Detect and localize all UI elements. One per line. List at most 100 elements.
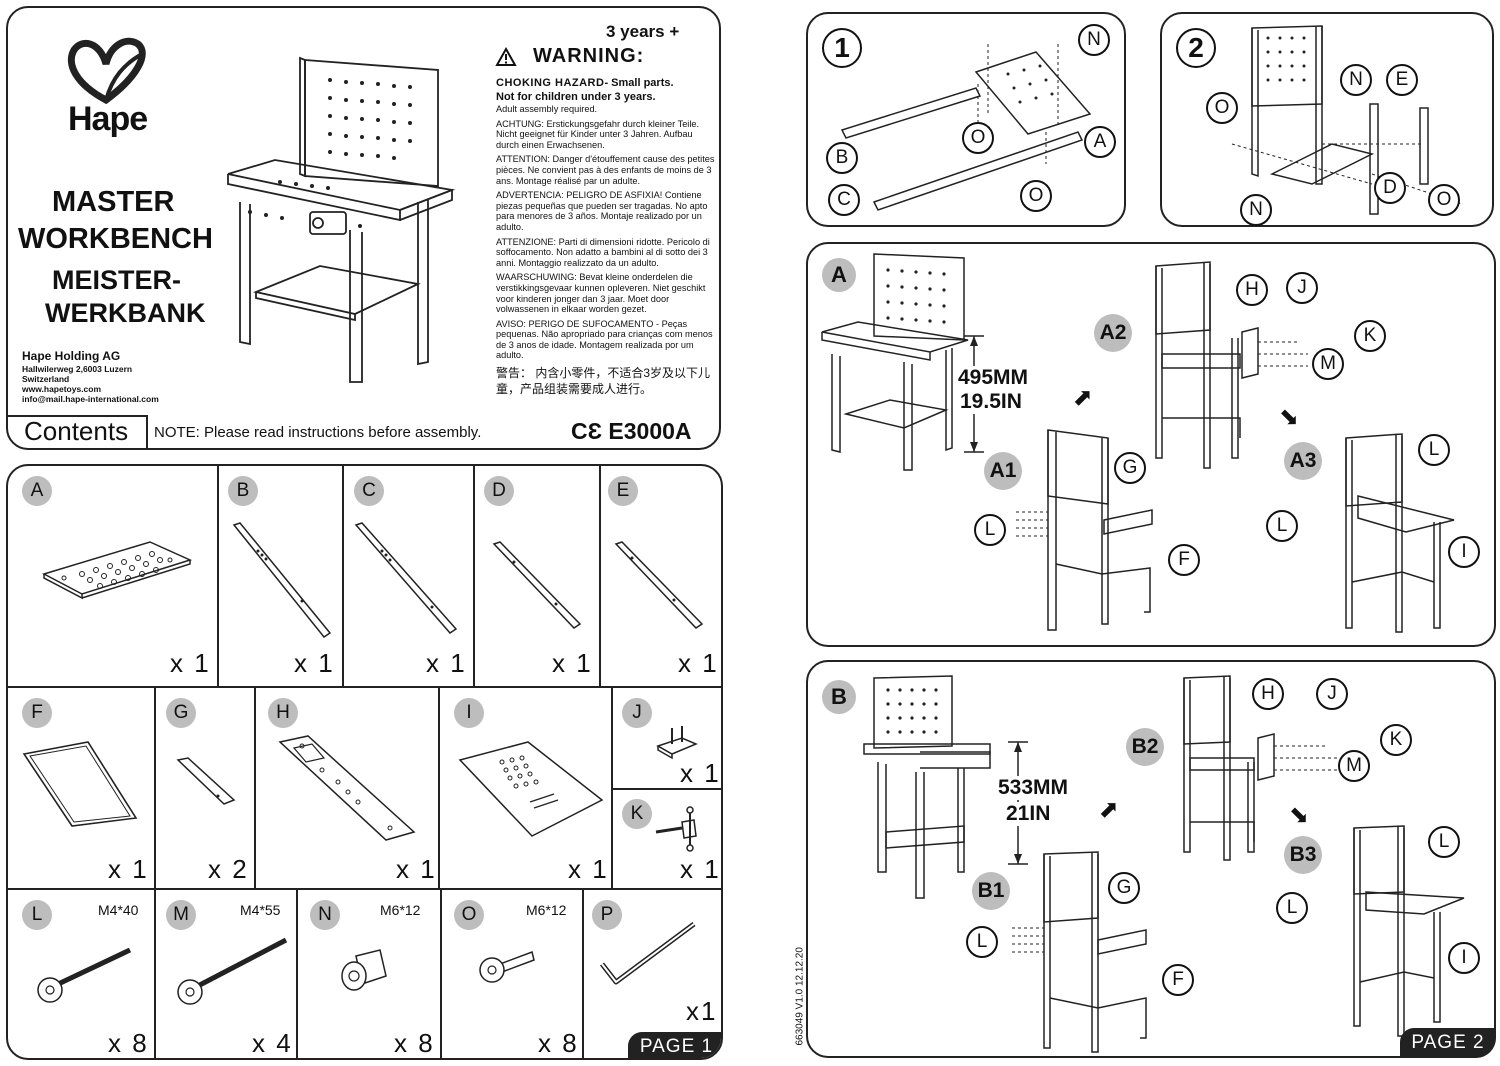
parts-col-lm [154, 888, 156, 1058]
workbench-illustration [227, 56, 456, 383]
section-b-sub1: B1 [972, 872, 1010, 910]
part-n-spec: M6*12 [380, 902, 421, 918]
section-a2-frame [1155, 261, 1308, 469]
section-a-height-mm: 495MM [958, 366, 1029, 390]
part-c-rail-icon [354, 522, 458, 634]
section-b-label-l2: L [1428, 826, 1460, 858]
section-b-label-m: M [1338, 750, 1370, 782]
section-b-label-f: F [1162, 964, 1194, 996]
part-label-l: L [22, 900, 52, 930]
part-k-handle-icon [655, 806, 697, 852]
part-label-i: I [454, 698, 484, 728]
warning-nl: WAARSCHUWING: Bevat kleine onderdelen di… [496, 272, 706, 315]
part-l-spec: M4*40 [98, 902, 139, 918]
title-de-line2: WERKBANK [45, 298, 206, 328]
age-label: 3 years + [606, 22, 680, 41]
part-l-bolt-icon [37, 947, 132, 1003]
title-line2: WORKBENCH [18, 223, 213, 255]
company-web: www.hapetoys.com [22, 384, 102, 394]
part-label-n: N [310, 900, 340, 930]
section-b-label-g: G [1108, 872, 1140, 904]
parts-col-cd [473, 466, 475, 686]
part-i-top-icon [458, 741, 604, 837]
section-a-label-g: G [1114, 452, 1146, 484]
warning-triangle-icon [495, 46, 517, 66]
section-a-height-in: 19.5IN [960, 390, 1022, 414]
warning-fr: ATTENTION: Danger d'étouffement cause de… [496, 154, 715, 186]
step2-label-o2: O [1428, 184, 1460, 216]
ce-prefix: CƐ [571, 418, 603, 444]
section-b-label-j: J [1316, 678, 1348, 710]
section-a-label-f: F [1168, 544, 1200, 576]
part-o-screw-icon [479, 951, 535, 983]
step2-label-n1: N [1340, 64, 1372, 96]
parts-col-ij [611, 686, 613, 888]
warning-pt: AVISO: PERIGO DE SUFOCAMENTO - Peças peq… [496, 318, 713, 361]
part-a-worktop-icon [42, 541, 193, 600]
parts-col-op [582, 888, 584, 1058]
parts-col-fg [154, 686, 156, 888]
section-a-label-l3: L [1266, 510, 1298, 542]
part-n-qty: x 8 [394, 1028, 435, 1058]
part-label-a: A [22, 476, 52, 506]
section-b-height-in: 21IN [1006, 802, 1051, 826]
parts-panel: A x 1 B x 1 C x 1 D x 1 E x 1 F x 1 G x … [6, 464, 723, 1060]
parts-row-divider-1 [8, 686, 721, 688]
section-b-sub3: B3 [1284, 836, 1322, 874]
brand-name: Hape [68, 100, 148, 138]
company-address1: Hallwilerweg 2,6003 Luzern [22, 364, 133, 374]
page2-label: PAGE 2 [1400, 1028, 1496, 1058]
section-b-label-h: H [1252, 678, 1284, 710]
part-h-qty: x 1 [396, 854, 437, 884]
part-a-qty: x 1 [170, 648, 211, 678]
part-label-p: P [592, 900, 622, 930]
step1-label-b: B [826, 142, 858, 174]
warning-it: ATTENZIONE: Parti di dimensioni ridotte.… [496, 236, 710, 268]
section-b2-frame [1183, 675, 1338, 861]
parts-col-no [440, 888, 442, 1058]
section-a-panel: A 495MM 19.5IN A1 A2 A3 ⬆ ⬇ G F L [806, 242, 1496, 647]
section-a-label-j: J [1286, 272, 1318, 304]
warning-title: WARNING: [533, 45, 645, 67]
version-code: 663049 V1.0 12.12.20 [794, 947, 806, 1046]
section-b-label-i: I [1448, 942, 1480, 974]
step2-number: 2 [1176, 28, 1216, 68]
parts-col-gh [254, 686, 256, 888]
part-b-qty: x 1 [294, 648, 335, 678]
step1-diagram [840, 44, 1092, 211]
warning-zh: 警告： 内含小零件，不适合3岁及以下儿童，产品组装需要成人进行。 [496, 366, 711, 397]
part-label-k: K [622, 799, 652, 829]
parts-col-mn [296, 888, 298, 1058]
step2-label-o1: O [1206, 92, 1238, 124]
step1-label-c: C [828, 184, 860, 216]
part-label-j: J [622, 698, 652, 728]
section-b-label: B [822, 680, 856, 714]
warning-de: ACHTUNG: Erstickungsgefahr durch kleiner… [496, 118, 700, 150]
parts-col-de [599, 466, 601, 686]
contents-label: Contents [24, 416, 129, 446]
part-p-qty: x1 [686, 996, 718, 1026]
choking-hazard-label: CHOKING HAZARD [496, 77, 605, 89]
parts-row-divider-2 [8, 888, 721, 890]
hape-logo-icon [67, 37, 146, 105]
step2-label-d: D [1374, 172, 1406, 204]
part-label-f: F [22, 698, 52, 728]
company-email: info@mail.hape-international.com [22, 394, 159, 404]
part-m-spec: M4*55 [240, 902, 281, 918]
section-b-label-k: K [1380, 724, 1412, 756]
warning-es: ADVERTENCIA: PELIGRO DE ASFIXIA! Contien… [496, 190, 708, 232]
section-b-height-mm: 533MM [998, 776, 1069, 800]
section-a-bench [821, 253, 969, 471]
page1-label: PAGE 1 [628, 1032, 721, 1058]
cover-panel: Hape MASTER WORKBENCH MEISTER- WERKBANK … [6, 6, 721, 450]
section-b3-frame [1353, 825, 1465, 1037]
step1-label-o2: O [1020, 180, 1052, 212]
ce-mark: CƐ E3000A [571, 418, 692, 445]
part-j-qty: x 1 [680, 758, 721, 788]
warning-body: CHOKING HAZARD- Small parts. Not for chi… [496, 76, 716, 397]
section-b-label-l3: L [1276, 892, 1308, 924]
section-b-sub2: B2 [1126, 728, 1164, 766]
section-a-label-k: K [1354, 320, 1386, 352]
section-a-label-m: M [1312, 348, 1344, 380]
part-o-spec: M6*12 [526, 902, 567, 918]
